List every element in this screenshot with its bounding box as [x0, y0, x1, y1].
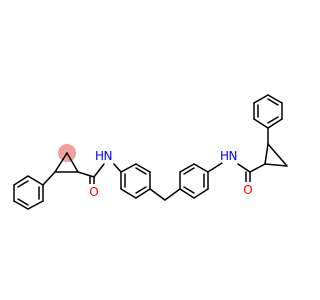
- atom-label-n-left: N: [104, 149, 113, 163]
- right-cyclopropane: [249, 143, 288, 173]
- atom-label-n-right: N: [229, 149, 238, 163]
- molecule-drawing: N H O N H O: [13, 94, 288, 210]
- central-right-ring: [179, 163, 209, 199]
- atom-label-o-right: O: [243, 183, 252, 197]
- central-left-ring: [120, 163, 151, 199]
- right-amide: [207, 162, 251, 185]
- left-phenyl-ring: [13, 175, 44, 210]
- right-phenyl-ring: [253, 94, 283, 145]
- structure-canvas: N H O N H O: [13, 94, 288, 210]
- left-cyclopropane: [42, 152, 79, 186]
- methylene-bridge: [149, 188, 181, 201]
- atom-label-h-left: H: [95, 149, 104, 163]
- atom-label-o-left: O: [89, 185, 98, 199]
- atom-labels: N H O N H O: [88, 149, 254, 199]
- atom-label-h-right: H: [220, 149, 229, 163]
